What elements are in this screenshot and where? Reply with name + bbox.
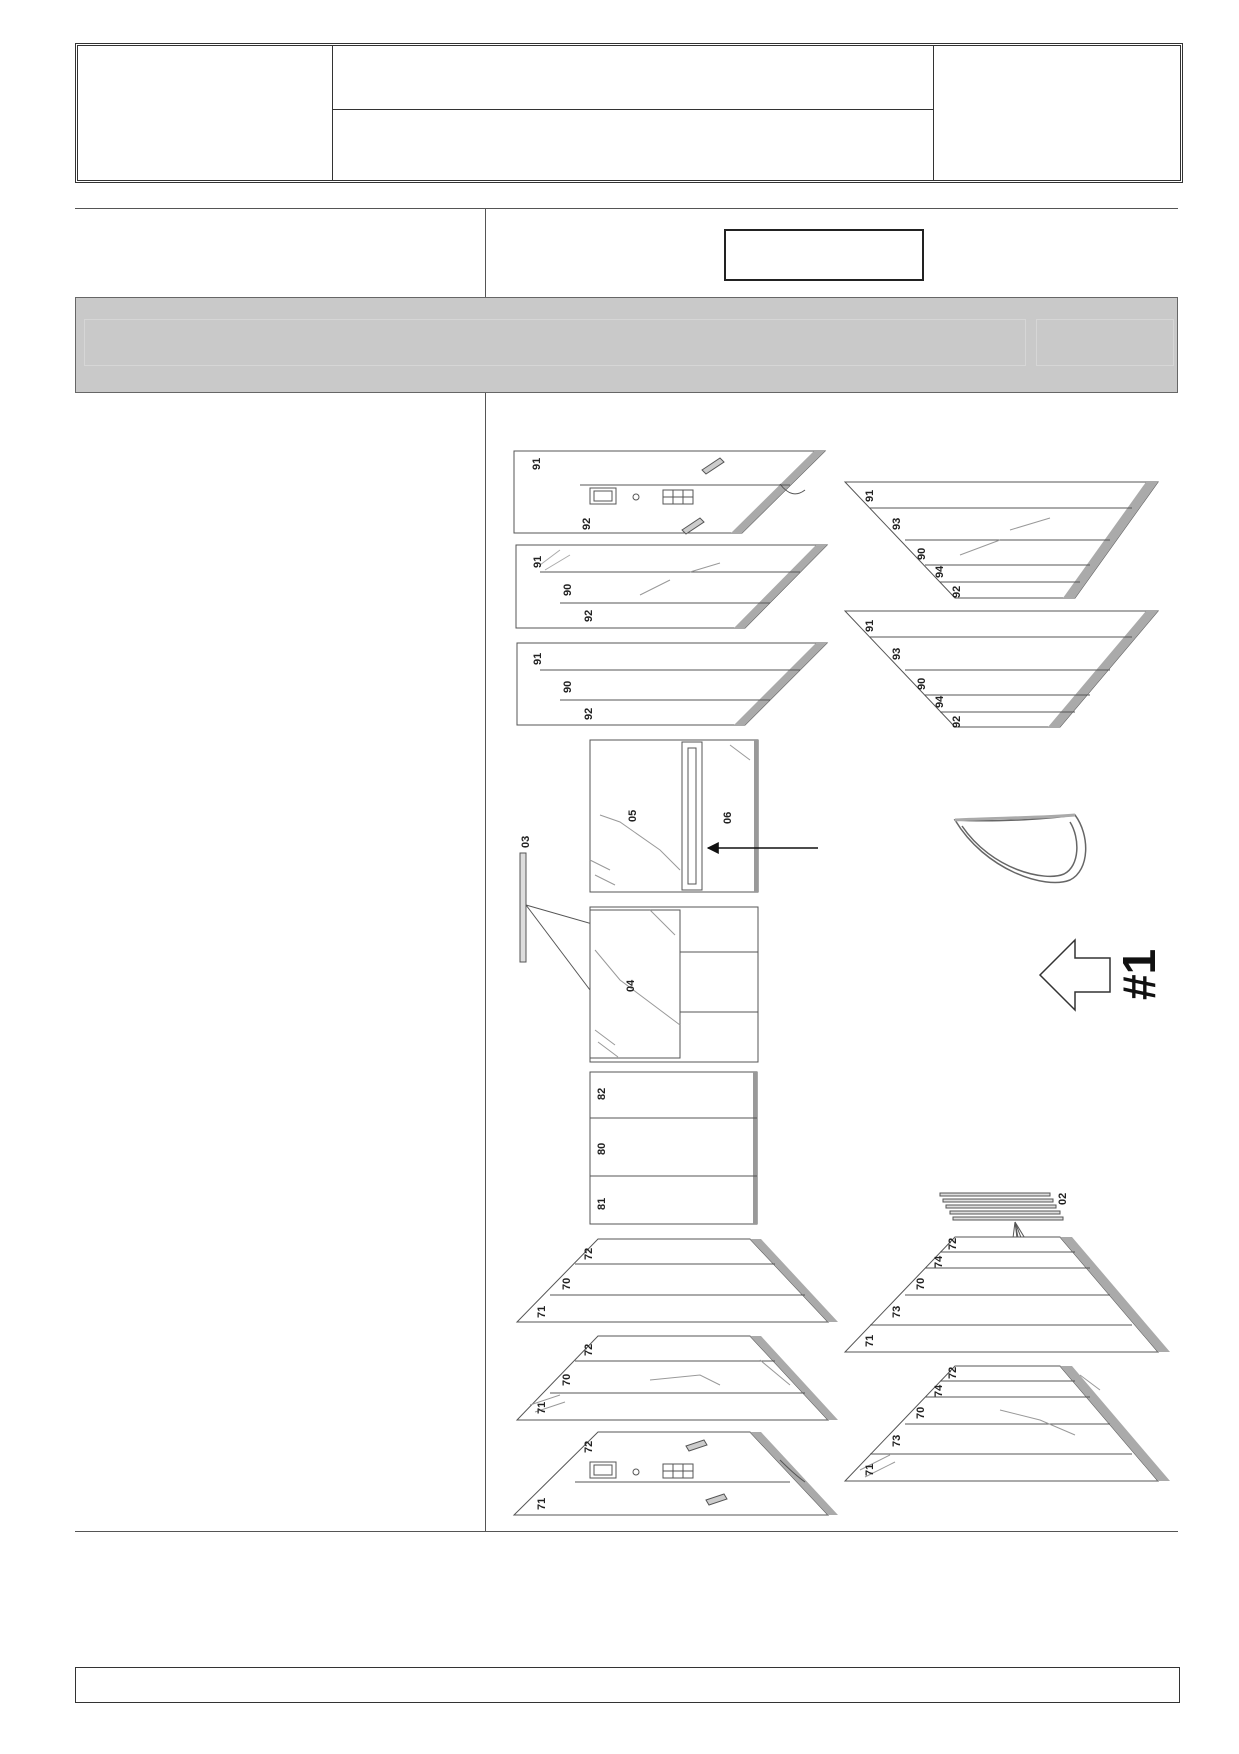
body-bottom-rule: [75, 1531, 1178, 1532]
part-label: 04: [625, 979, 637, 992]
panel-group-i: 72 74 70 73 71: [843, 1236, 1170, 1353]
curved-cover: [953, 813, 1087, 884]
title-block-title-cell: [333, 46, 934, 110]
panel-group-g: 72 70 71: [515, 1335, 838, 1421]
panel-group-e: 91 93 90 94 92: [843, 610, 1160, 728]
reference-box: [724, 229, 924, 281]
direction-marker: #1: [1038, 938, 1165, 1012]
panel-group-h: 72 71: [512, 1431, 838, 1516]
part-label: 93: [891, 648, 903, 660]
part-label: 71: [864, 1335, 876, 1347]
part-label: 70: [915, 1407, 927, 1419]
hollow-arrow-icon: [1038, 938, 1111, 1012]
part-label: 72: [947, 1238, 959, 1250]
box-upper: 05 06: [589, 739, 818, 893]
header-divider: [485, 208, 486, 297]
part-label: 92: [951, 586, 963, 598]
shaded-band-cell: [84, 319, 1026, 366]
panel-group-a: 91 92: [513, 450, 827, 535]
part-label: 90: [562, 584, 574, 596]
part-label: 70: [915, 1278, 927, 1290]
part-label: 72: [583, 1248, 595, 1260]
part-label: 72: [947, 1367, 959, 1379]
title-block-logo-cell: [78, 46, 333, 180]
part-label: 70: [561, 1278, 573, 1290]
part-label: 71: [536, 1498, 548, 1510]
part-label: 02: [1057, 1193, 1069, 1205]
footer-box: [75, 1667, 1180, 1703]
box-stack: 82 80 81: [589, 1071, 758, 1225]
part-label: 05: [627, 810, 639, 822]
part-label: 90: [562, 681, 574, 693]
part-label: 92: [583, 610, 595, 622]
part-label: 94: [934, 695, 946, 708]
part-label: 73: [891, 1306, 903, 1318]
part-label: 71: [536, 1402, 548, 1414]
panel-group-j: 72 74 70 73 71: [843, 1365, 1170, 1482]
header-top-rule: [75, 208, 1178, 209]
panel-group-c: 91 90 92: [516, 642, 829, 726]
part-label: 91: [864, 490, 876, 502]
part-label: 73: [891, 1435, 903, 1447]
part-label: 80: [596, 1143, 608, 1155]
part-label: 71: [536, 1306, 548, 1318]
part-label: 72: [583, 1441, 595, 1453]
part-label: 03: [520, 836, 532, 848]
body-divider: [485, 393, 486, 1531]
title-block: [75, 43, 1183, 183]
shaded-band-cell-right: [1036, 319, 1174, 366]
part-label: 91: [532, 653, 544, 665]
part-label: 91: [531, 458, 543, 470]
orientation-label: #1: [1113, 949, 1165, 1000]
shaded-band: [75, 297, 1178, 393]
box-lower: 04: [589, 906, 759, 1063]
part-label: 90: [916, 678, 928, 690]
panel-group-b: 91 90 92: [515, 544, 829, 629]
panel-group-d: 91 93 90 94 92: [843, 481, 1159, 599]
part-label: 91: [532, 556, 544, 568]
part-label: 91: [864, 620, 876, 632]
part-label: 72: [583, 1344, 595, 1356]
part-label: 70: [561, 1374, 573, 1386]
panel-group-f: 72 70 71: [515, 1238, 838, 1323]
part-label: 74: [933, 1255, 945, 1268]
part-label: 92: [583, 708, 595, 720]
part-label: 06: [722, 812, 734, 824]
part-label: 94: [934, 565, 946, 578]
part-label: 71: [864, 1464, 876, 1476]
part-label: 92: [951, 716, 963, 728]
part-label: 82: [596, 1088, 608, 1100]
part-label: 81: [596, 1198, 608, 1210]
title-block-subtitle-cell: [333, 110, 934, 180]
part-label: 92: [581, 518, 593, 530]
part-label: 90: [916, 548, 928, 560]
part-label: 93: [891, 518, 903, 530]
part-label: 74: [933, 1384, 945, 1397]
